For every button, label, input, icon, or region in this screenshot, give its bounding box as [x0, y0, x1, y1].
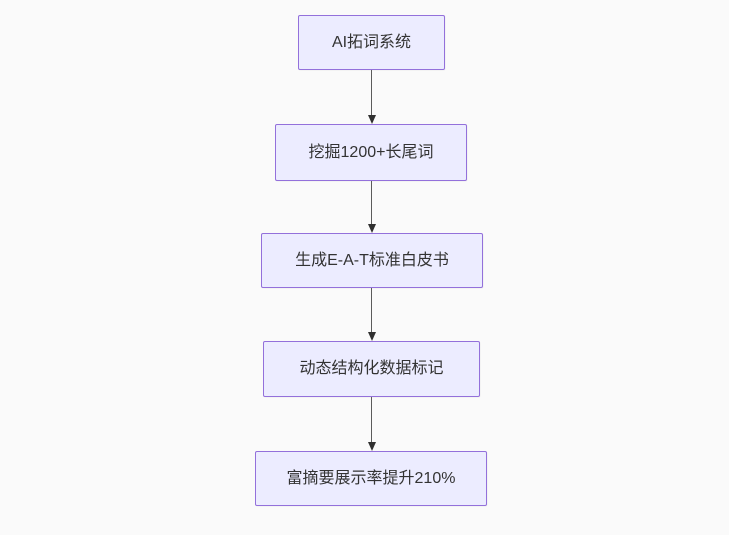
connector-arrow — [366, 181, 377, 233]
node-label: 挖掘1200+长尾词 — [308, 143, 434, 161]
arrowhead-down-icon — [367, 442, 376, 451]
connector-line — [370, 70, 373, 116]
connector-line — [370, 181, 373, 225]
arrowhead-down-icon — [367, 332, 376, 341]
flow-node-rich-snippet-result: 富摘要展示率提升210% — [255, 451, 487, 506]
connector-arrow — [366, 288, 377, 341]
node-label: 富摘要展示率提升210% — [286, 469, 456, 487]
flow-node-structured-data: 动态结构化数据标记 — [263, 341, 480, 397]
connector-line — [370, 288, 373, 333]
node-label: 动态结构化数据标记 — [299, 360, 444, 378]
connector-arrow — [366, 397, 377, 451]
node-label: AI拓词系统 — [331, 33, 412, 51]
flow-node-longtail-keywords: 挖掘1200+长尾词 — [275, 124, 467, 181]
flow-node-eat-whitepaper: 生成E-A-T标准白皮书 — [261, 233, 483, 288]
arrowhead-down-icon — [367, 115, 376, 124]
node-label: 生成E-A-T标准白皮书 — [295, 251, 449, 269]
arrowhead-down-icon — [367, 224, 376, 233]
connector-arrow — [366, 70, 377, 124]
connector-line — [370, 397, 373, 443]
flow-node-ai-system: AI拓词系统 — [298, 15, 445, 70]
